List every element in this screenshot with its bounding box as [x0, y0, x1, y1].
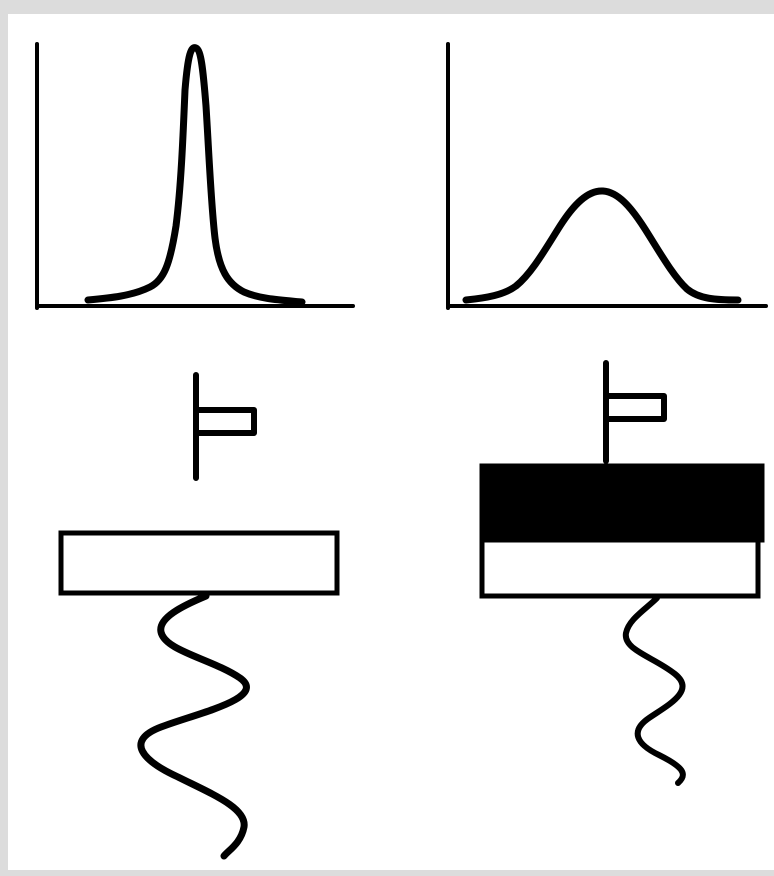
- left-tip-probe: [193, 372, 257, 481]
- right-dark-layer: [479, 463, 765, 543]
- left-narrow-peak-curve: [84, 44, 306, 306]
- left-sample-illustration: [58, 372, 340, 860]
- right-tip-probe: [603, 360, 667, 464]
- left-single-layer: [58, 530, 340, 596]
- right-light-layer: [479, 537, 761, 599]
- right-chain-wave: [622, 595, 686, 786]
- right-spectrum-panel: [446, 42, 768, 310]
- left-spectrum-panel: [35, 42, 355, 310]
- left-chain-wave: [137, 592, 250, 860]
- right-sample-illustration: [479, 360, 765, 786]
- right-broad-peak-curve: [462, 187, 742, 304]
